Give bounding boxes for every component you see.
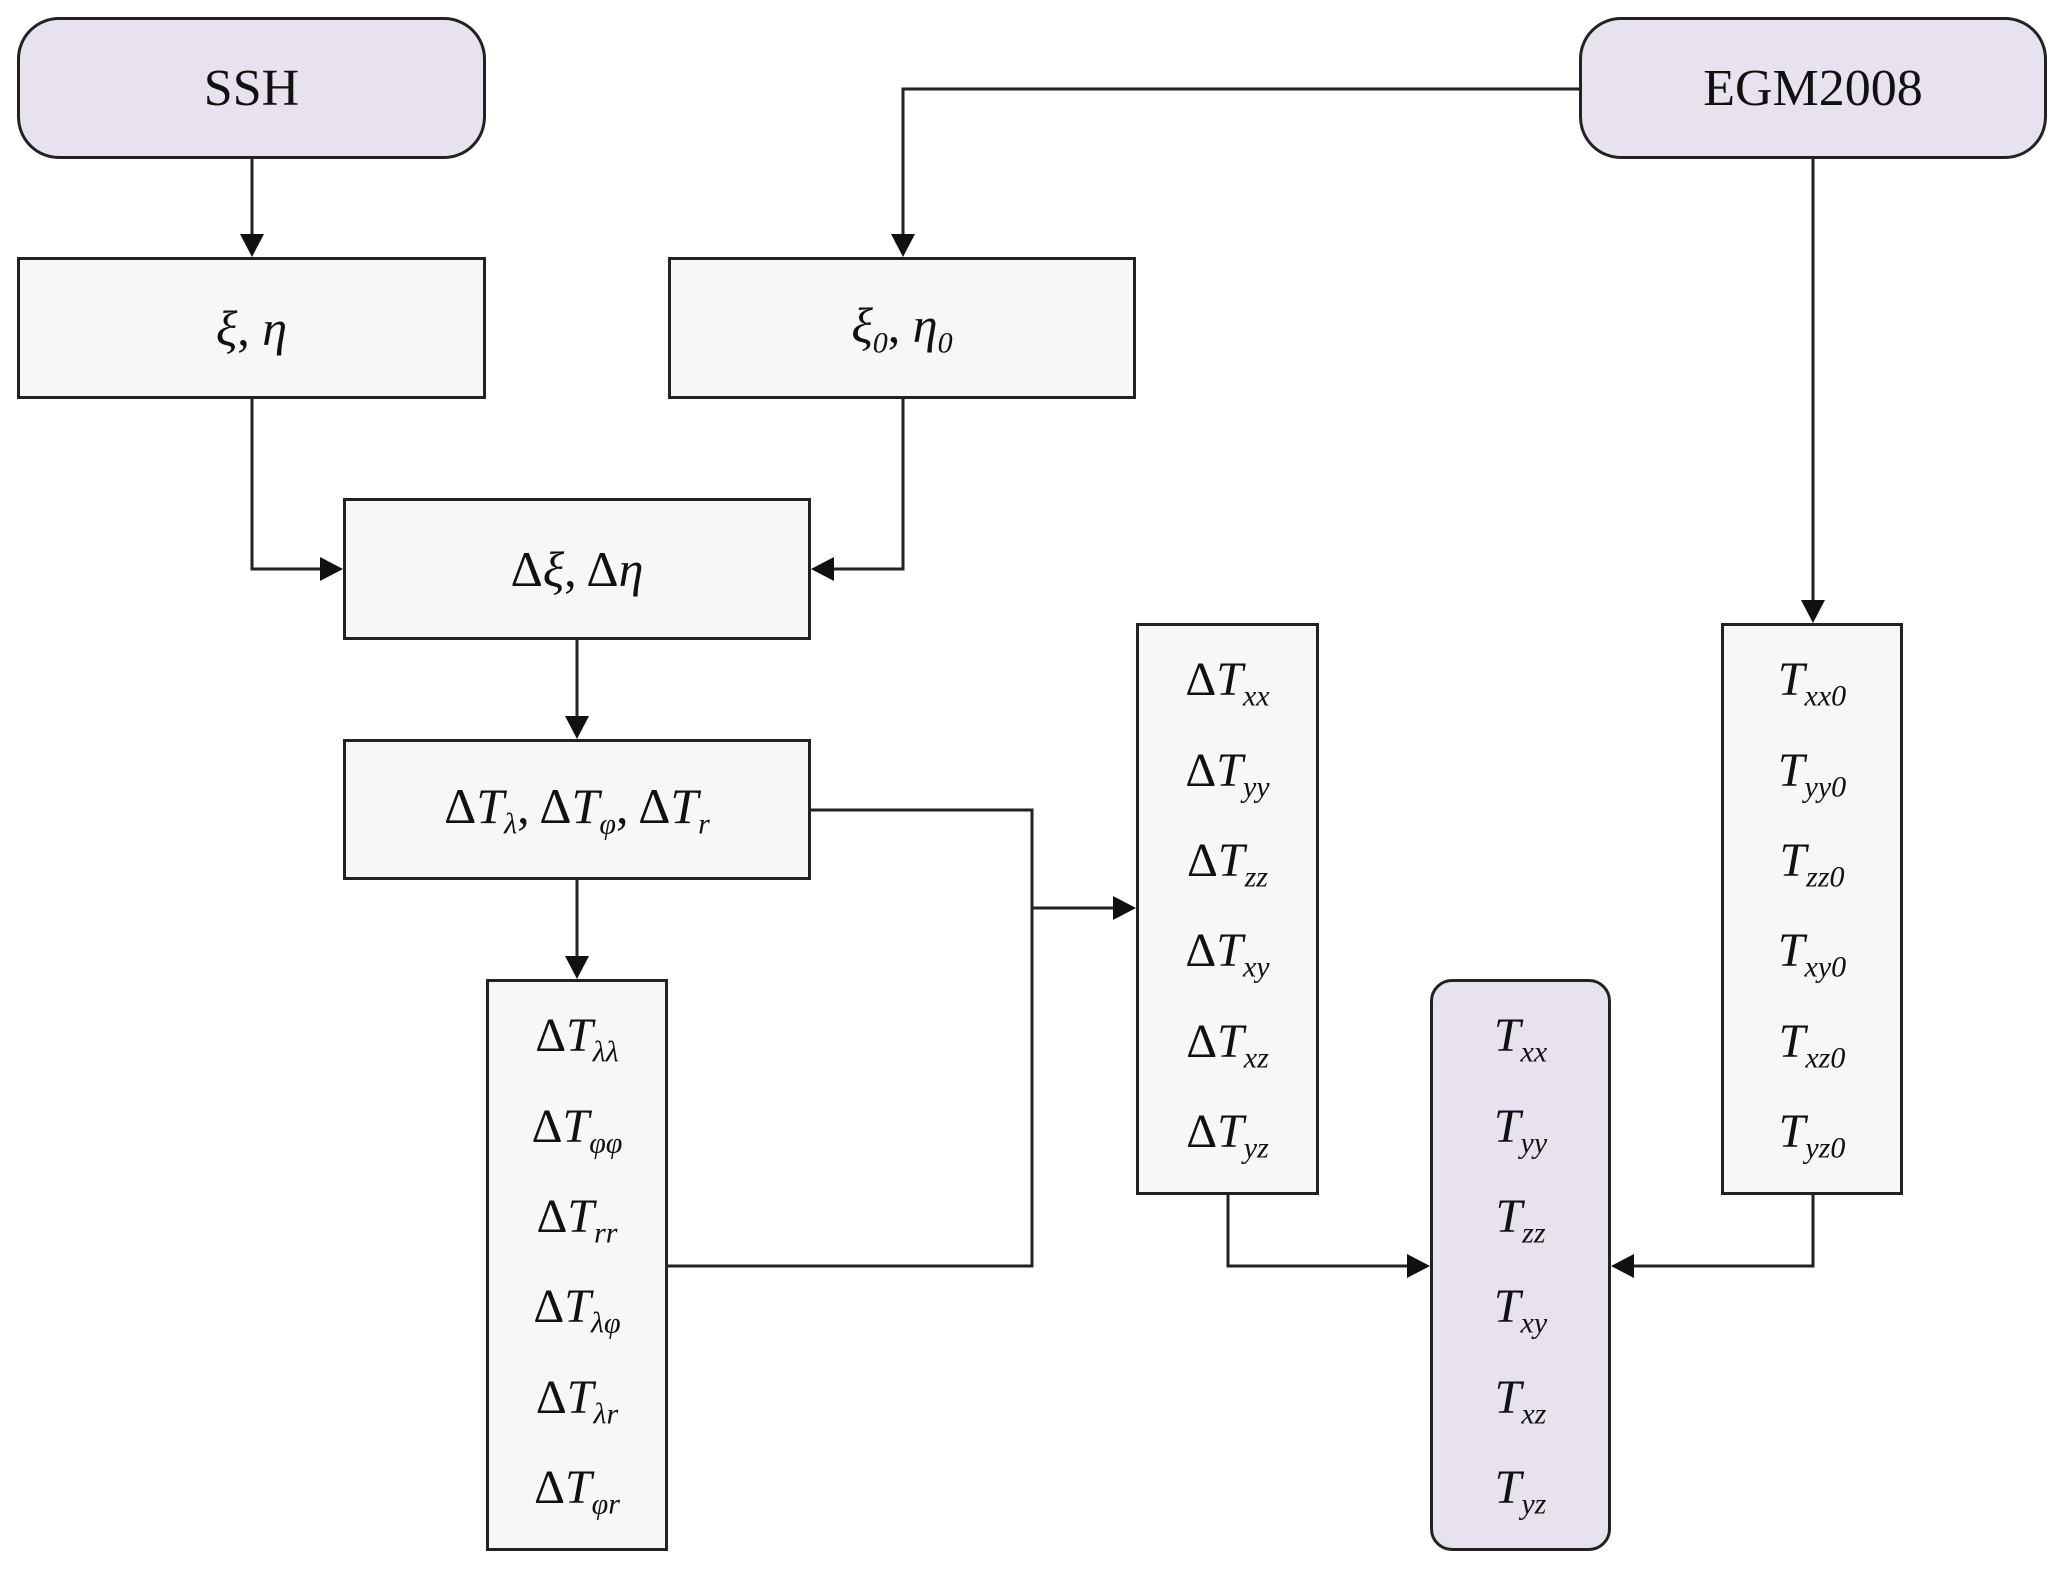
arrowhead-icon [565, 956, 589, 979]
arrowhead-icon [811, 557, 834, 581]
tensor-component: Txz [1494, 1370, 1547, 1431]
node-ssh-label: SSH [203, 59, 300, 117]
tensor-component: Tzz0 [1779, 834, 1845, 894]
arrowhead-icon [565, 716, 589, 739]
node-delta-xi-eta-label: Δξ, Δη [510, 541, 644, 597]
tensor-component: ΔTyz [1186, 1105, 1269, 1165]
node-xi-eta: ξ, η [17, 257, 486, 399]
tensor-component: Txy0 [1777, 924, 1847, 984]
node-t-reference: Txx0 Tyy0 Tzz0 Txy0 Txz0 Tyz0 [1721, 623, 1903, 1195]
edge-cartesian-to-result [1226, 1195, 1409, 1268]
tensor-component: Tyy0 [1777, 743, 1847, 804]
tensor-component: Txx0 [1777, 653, 1847, 713]
arrowhead-icon [1801, 600, 1825, 623]
tensor-component: Tzz [1495, 1190, 1546, 1250]
node-delta-t-first-order: ΔTλ, ΔTφ, ΔTr [343, 739, 811, 880]
node-xi-eta-label: ξ, η [215, 300, 288, 356]
arrowhead-icon [320, 557, 343, 581]
tensor-component: ΔTrr [536, 1190, 618, 1250]
tensor-component: Tyz [1494, 1461, 1547, 1521]
tensor-component: ΔTxy [1185, 924, 1270, 984]
node-egm2008-label: EGM2008 [1703, 59, 1923, 117]
tensor-component: ΔTλr [535, 1370, 619, 1431]
tensor-component: ΔTxx [1185, 653, 1270, 713]
node-delta-t-first-order-label: ΔTλ, ΔTφ, ΔTr [444, 778, 710, 841]
tensor-component: ΔTyy [1185, 743, 1270, 804]
node-xi0-eta0: ξ0, η0 [668, 257, 1136, 399]
edge-delta-t-first-to-junction [668, 808, 1034, 1268]
tensor-component: Tyy [1493, 1099, 1548, 1160]
arrowhead-icon [1611, 1254, 1634, 1278]
tensor-component: Tyz0 [1778, 1105, 1846, 1165]
node-delta-xi-eta: Δξ, Δη [343, 498, 811, 640]
tensor-component: Txz0 [1778, 1014, 1846, 1075]
tensor-component: Txx [1493, 1009, 1548, 1069]
edge-egm-to-xi0-eta0 [901, 87, 1579, 236]
edge-reference-to-result [1632, 1195, 1815, 1268]
node-t-result: Txx Tyy Tzz Txy Txz Tyz [1430, 979, 1611, 1551]
tensor-component: ΔTφφ [531, 1099, 623, 1160]
node-ssh: SSH [17, 17, 486, 159]
node-egm2008: EGM2008 [1579, 17, 2047, 159]
node-xi0-eta0-label: ξ0, η0 [851, 296, 953, 360]
node-delta-t-cartesian: ΔTxx ΔTyy ΔTzz ΔTxy ΔTxz ΔTyz [1136, 623, 1319, 1195]
arrowhead-icon [891, 234, 915, 257]
arrowhead-icon [1113, 896, 1136, 920]
tensor-component: ΔTλφ [533, 1280, 621, 1340]
node-delta-t-spherical: ΔTλλ ΔTφφ ΔTrr ΔTλφ ΔTλr ΔTφr [486, 979, 668, 1551]
tensor-component: Txy [1493, 1280, 1548, 1340]
edge-xi0-eta0-to-delta [832, 399, 905, 571]
edge-xi-eta-to-delta [250, 399, 322, 571]
arrowhead-icon [240, 234, 264, 257]
tensor-component: ΔTxz [1186, 1014, 1269, 1075]
tensor-component: ΔTφr [534, 1461, 620, 1521]
tensor-component: ΔTλλ [535, 1009, 619, 1069]
arrowhead-icon [1407, 1254, 1430, 1278]
tensor-component: ΔTzz [1187, 834, 1268, 894]
